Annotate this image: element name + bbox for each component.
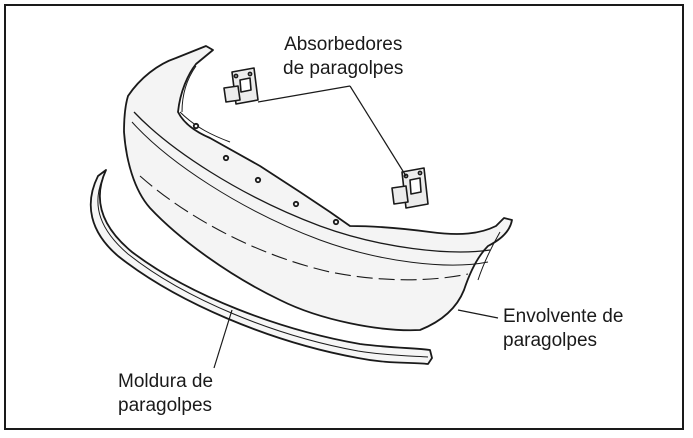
label-bumper-cover-line2: paragolpes bbox=[503, 329, 623, 353]
label-bumper-absorbers-line2: de paragolpes bbox=[283, 57, 403, 81]
label-bumper-absorbers-line1: Absorbedores bbox=[283, 33, 403, 57]
label-bumper-molding: Moldura de paragolpes bbox=[118, 370, 213, 418]
bumper-absorber-left bbox=[224, 68, 258, 104]
label-bumper-cover-line1: Envolvente de bbox=[503, 305, 623, 329]
label-bumper-cover: Envolvente de paragolpes bbox=[503, 305, 623, 353]
label-bumper-molding-line1: Moldura de bbox=[118, 370, 213, 394]
label-bumper-molding-line2: paragolpes bbox=[118, 394, 213, 418]
bumper-absorber-right bbox=[392, 168, 428, 208]
label-bumper-absorbers: Absorbedores de paragolpes bbox=[283, 33, 403, 81]
